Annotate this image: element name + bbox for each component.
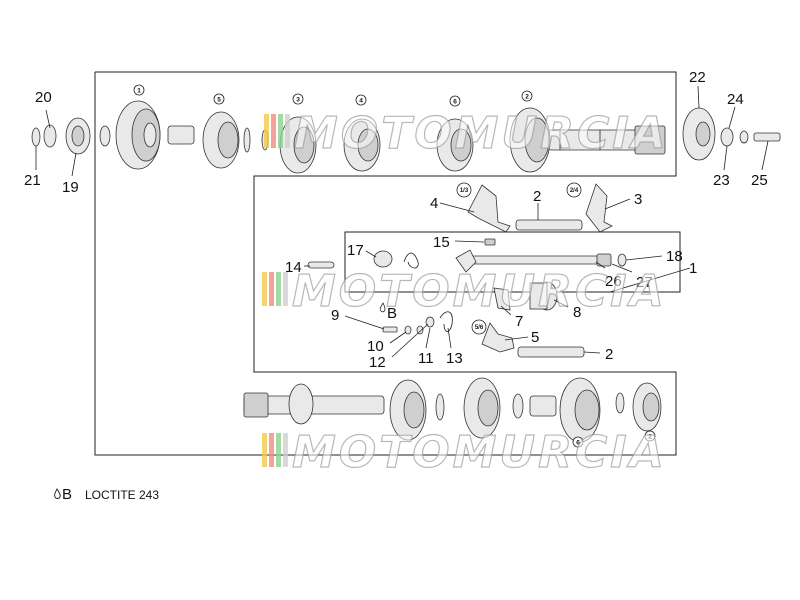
part-label-15: 15 xyxy=(433,234,450,251)
gear-6-top xyxy=(436,118,474,172)
selector-assembly xyxy=(307,183,627,358)
part-label-17: 17 xyxy=(347,242,364,259)
leader-lines xyxy=(35,85,769,358)
fork-tag-2-4: 2/4 xyxy=(570,188,579,194)
fork-tag-5-6: 5/6 xyxy=(475,325,484,331)
watermark-bottom: MOTOMURCIA xyxy=(262,426,667,479)
part-label-14: 14 xyxy=(285,259,302,276)
sprocket-group xyxy=(682,107,781,161)
part-label-26: 26 xyxy=(605,273,622,290)
gear-number-2: 2 xyxy=(525,94,529,101)
watermark-top: MOTOMURCIA xyxy=(264,107,669,160)
gear-number-3: 3 xyxy=(296,97,300,104)
part-label-13: 13 xyxy=(446,350,463,367)
part-label-24: 24 xyxy=(727,91,744,108)
assembly-frame xyxy=(94,71,681,456)
fork-tags: 1/3 2/4 5/6 xyxy=(456,182,582,335)
legend: B LOCTITE 243 xyxy=(54,486,159,503)
part-label-7: 7 xyxy=(515,313,523,330)
gear-number-1: 1 xyxy=(137,88,141,95)
gear-1-top xyxy=(115,100,161,170)
part-label-27: 27 xyxy=(636,274,653,291)
part-labels: 20 21 19 22 24 23 25 4 2 3 15 17 18 1 14… xyxy=(24,69,768,371)
part-label-23: 23 xyxy=(713,172,730,189)
gear-number-tags-top: 1 5 3 4 6 2 xyxy=(133,84,533,107)
loctite-marker: B xyxy=(379,302,397,322)
svg-text:MOTOMURCIA: MOTOMURCIA xyxy=(294,108,669,159)
part-label-2-top: 2 xyxy=(533,188,541,205)
gear-number-4: 4 xyxy=(359,98,363,105)
svg-text:MOTOMURCIA: MOTOMURCIA xyxy=(292,427,667,478)
gear-number-6-bottom: 6 xyxy=(576,440,580,447)
part-label-25: 25 xyxy=(751,172,768,189)
part-label-3: 3 xyxy=(634,191,642,208)
part-label-8: 8 xyxy=(573,304,581,321)
legend-text: LOCTITE 243 xyxy=(85,488,159,502)
part-label-20: 20 xyxy=(35,89,52,106)
part-label-2-bottom: 2 xyxy=(605,346,613,363)
part-label-1: 1 xyxy=(689,260,697,277)
svg-text:MOTOMURCIA: MOTOMURCIA xyxy=(292,266,667,317)
gear-2-top xyxy=(509,107,551,173)
legend-marker: B xyxy=(62,486,72,503)
part-label-19: 19 xyxy=(62,179,79,196)
part-label-11: 11 xyxy=(418,350,434,367)
part-label-5: 5 xyxy=(531,329,539,346)
watermarks: MOTOMURCIA MOTOMURCIA MOTOMURCIA xyxy=(262,107,669,479)
needle-bearing-top-1 xyxy=(167,125,195,145)
loctite-drop-icon xyxy=(54,488,61,499)
gear-number-tags-bottom: 6 2 xyxy=(572,430,656,448)
watermark-middle: MOTOMURCIA xyxy=(262,265,667,318)
bottom-shaft-assembly xyxy=(243,377,662,443)
part-label-22: 22 xyxy=(689,69,706,86)
left-bearing-group xyxy=(31,117,111,155)
gear-number-2-bottom: 2 xyxy=(648,434,652,441)
part-label-10: 10 xyxy=(367,338,384,355)
part-label-9: 9 xyxy=(331,307,339,324)
part-label-21: 21 xyxy=(24,172,41,189)
fork-tag-1-3: 1/3 xyxy=(460,188,469,194)
gear-number-6: 6 xyxy=(453,99,457,106)
gear-5-top xyxy=(202,111,240,169)
part-label-12: 12 xyxy=(369,354,386,371)
svg-text:B: B xyxy=(387,305,397,322)
gear-4-top xyxy=(343,118,381,172)
gear-number-5: 5 xyxy=(217,97,221,104)
part-label-4: 4 xyxy=(430,195,438,212)
part-label-18: 18 xyxy=(666,248,683,265)
